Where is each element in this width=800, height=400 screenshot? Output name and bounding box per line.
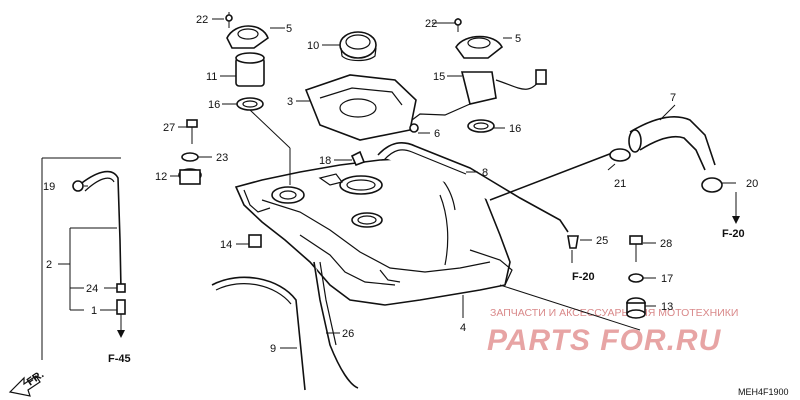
part-label-11: 11: [206, 71, 217, 83]
vent-hoses: [377, 116, 723, 233]
part-label-1: 1: [91, 305, 97, 317]
cap-tray: [304, 74, 417, 141]
part-label-3: 3: [287, 96, 293, 108]
part-label-17: 17: [661, 273, 673, 285]
part-label-8: 8: [482, 167, 488, 179]
part-label-28: 28: [660, 238, 672, 250]
part-label-20: 20: [746, 178, 758, 190]
fuel-pump-left: [225, 12, 269, 111]
diagram-code: MEH4F1900: [738, 387, 789, 397]
part-label-5b: 5: [515, 33, 521, 45]
part-label-12: 12: [155, 171, 167, 183]
part-label-5: 5: [286, 23, 292, 35]
part-label-22b: 22: [425, 18, 437, 30]
ref-f45: F-45: [108, 353, 131, 365]
part-label-26: 26: [342, 328, 354, 340]
part-label-9: 9: [270, 343, 276, 355]
part-label-22: 22: [196, 14, 208, 26]
part-label-23: 23: [216, 152, 228, 164]
front-arrow-icon: FR.: [8, 368, 46, 397]
part-label-4: 4: [460, 322, 466, 334]
part-label-7: 7: [670, 92, 676, 104]
part-label-13: 13: [661, 301, 673, 313]
part-label-24: 24: [86, 283, 98, 295]
part-label-6: 6: [434, 128, 440, 140]
part-label-25: 25: [596, 235, 608, 247]
reference-labels: F-45 F-20 F-20 FR.: [8, 228, 745, 397]
part-number-labels: 22 5 10 11 3 16 27 23 12 18 22 5 15 6 16…: [43, 14, 758, 355]
part-label-16: 16: [208, 99, 220, 111]
ref-f20-left: F-20: [572, 271, 595, 283]
watermark-brand: PARTS FOR.RU: [487, 324, 722, 357]
part-label-21: 21: [614, 178, 626, 190]
fuel-tank: [234, 157, 513, 306]
drain-hose-assembly: [72, 170, 126, 338]
hardware: [178, 119, 646, 319]
watermark-subtitle: ЗАПЧАСТИ И АКСЕССУАРЫ ДЛЯ МОТОТЕХНИКИ: [490, 307, 738, 319]
part-label-14: 14: [220, 239, 232, 251]
part-label-16b: 16: [509, 123, 521, 135]
part-label-2: 2: [46, 259, 52, 271]
breather-hoses: [211, 261, 359, 391]
part-label-15: 15: [433, 71, 445, 83]
fuel-cap: [339, 31, 377, 62]
part-label-19: 19: [43, 181, 55, 193]
leader-lines: [41, 18, 740, 360]
ref-f20-right: F-20: [722, 228, 745, 240]
fuel-pump-right: [411, 18, 547, 133]
part-label-27: 27: [163, 122, 175, 134]
part-label-10: 10: [307, 40, 319, 52]
part-label-18: 18: [319, 155, 331, 167]
